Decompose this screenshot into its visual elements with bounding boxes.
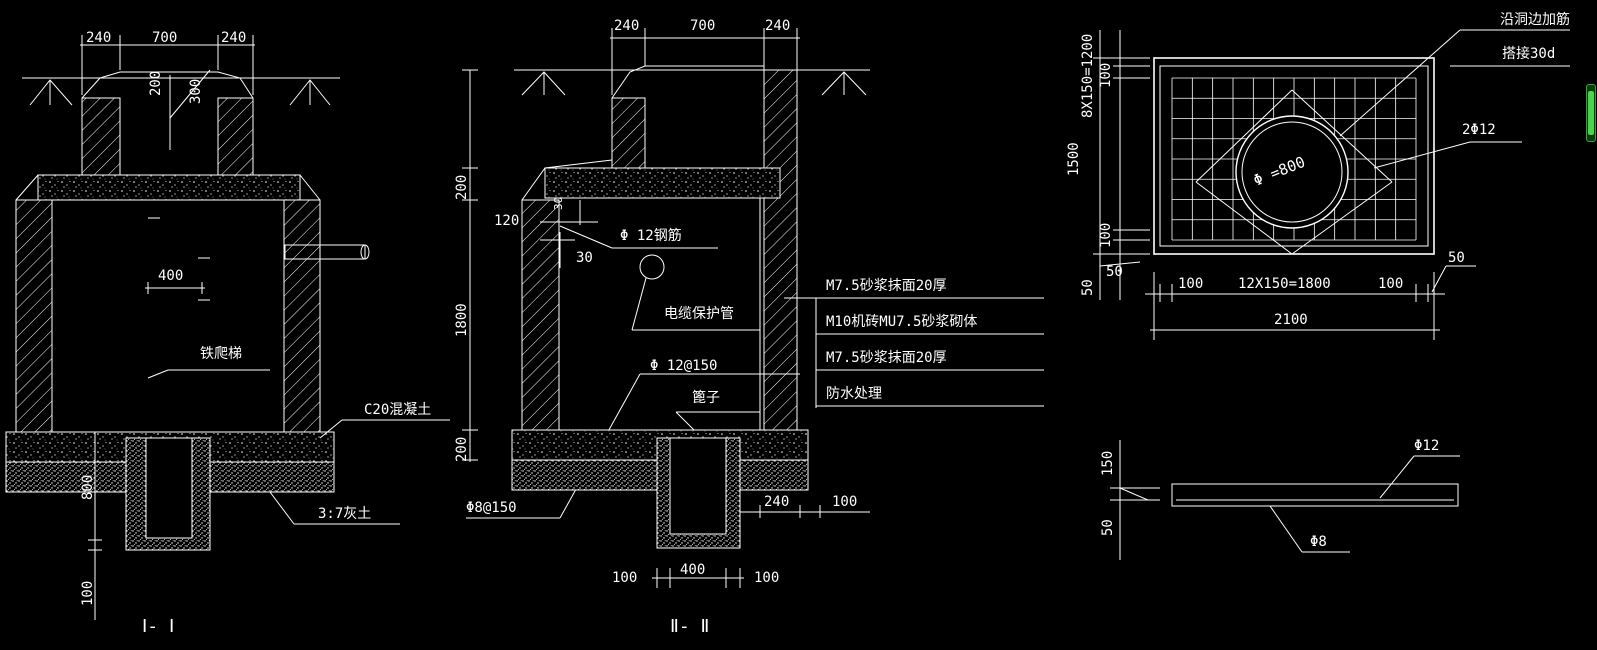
plan-dim-50-left: 50	[1080, 279, 1096, 296]
s2-dim-1800: 1800	[454, 303, 470, 337]
s1-dim-400: 400	[158, 268, 183, 284]
s2-dim-30: 30	[576, 250, 593, 266]
s1-label-ladder: 铁爬梯	[200, 346, 242, 362]
s2-label-phi8-150: Φ8@150	[466, 500, 517, 516]
s1-title: Ⅰ- Ⅰ	[142, 616, 174, 637]
slab-section-drawing: Φ12 Φ8 150 50	[1100, 438, 1460, 560]
plan-dim-v-grid: 8X150=1200	[1080, 34, 1096, 118]
vertical-scrollbar[interactable]	[1586, 84, 1596, 142]
s2-label-grate: 篦子	[692, 390, 720, 406]
s2-dim-bottom-100-left: 100	[612, 570, 637, 586]
s1-dim-700: 700	[152, 30, 177, 46]
s2-title: Ⅱ- Ⅱ	[670, 616, 709, 637]
s2-dim-bottom-100-right: 100	[754, 570, 779, 586]
plan-label-edge-rebar: 沿洞边加筋	[1500, 11, 1570, 28]
plan-dim-100-left: 100	[1178, 276, 1203, 292]
s1-dim-200: 200	[148, 71, 164, 96]
s2-dim-120: 120	[494, 213, 519, 229]
s1-dim-240-right: 240	[221, 30, 246, 46]
plan-dim-2100: 2100	[1274, 312, 1308, 328]
plan-drawing: Φ =800 沿洞边加筋 搭接30d 2Φ12 8X150=1200 100 1…	[1066, 11, 1570, 340]
slab-dim-150: 150	[1100, 451, 1116, 476]
plan-dim-h-grid: 12X150=1800	[1238, 276, 1331, 292]
s1-label-concrete: C20混凝土	[364, 402, 431, 418]
legend-item-3: M7.5砂浆抹面20厚	[826, 350, 947, 366]
s2-dim-30-small: 30	[552, 197, 565, 210]
legend-item-4: 防水处理	[826, 386, 882, 402]
plan-label-lap: 搭接30d	[1502, 45, 1555, 62]
material-legend: M7.5砂浆抹面20厚 M10机砖MU7.5砂浆砌体 M7.5砂浆抹面20厚 防…	[816, 278, 1044, 407]
plan-dim-v-100-bottom: 100	[1098, 223, 1114, 248]
legend-item-1: M7.5砂浆抹面20厚	[826, 278, 947, 294]
s2-label-phi12-150: Φ 12@150	[650, 358, 717, 374]
plan-label-2phi12: 2Φ12	[1462, 122, 1496, 138]
scrollbar-thumb[interactable]	[1588, 91, 1594, 135]
s2-dim-240-right: 240	[765, 18, 790, 34]
s2-dim-100-right: 100	[832, 494, 857, 510]
legend-item-2: M10机砖MU7.5砂浆砌体	[826, 314, 977, 330]
plan-dim-100-right: 100	[1378, 276, 1403, 292]
s2-dim-240-left: 240	[614, 18, 639, 34]
s2-dim-bottom-400: 400	[680, 562, 705, 578]
plan-dim-50-h: 50	[1106, 264, 1123, 280]
s2-dim-200-bottom: 200	[454, 437, 470, 462]
slab-label-phi8: Φ8	[1310, 534, 1327, 550]
s1-dim-240-left: 240	[86, 30, 111, 46]
plan-dim-50-right: 50	[1448, 250, 1465, 266]
s2-dim-700: 700	[690, 18, 715, 34]
slab-dim-50: 50	[1100, 519, 1116, 536]
s2-label-pipe: 电缆保护管	[664, 306, 734, 322]
plan-dim-v-100-top: 100	[1098, 63, 1114, 88]
s2-dim-240: 240	[764, 494, 789, 510]
section-1-drawing: 240 700 240 200 300 400	[5, 30, 450, 637]
slab-label-phi12: Φ12	[1414, 438, 1439, 454]
s2-label-rebar: Φ 12钢筋	[620, 227, 682, 244]
plan-dim-1500: 1500	[1066, 142, 1082, 176]
section-2-drawing: 240 700 240 200 1800 200 120 30	[454, 18, 1044, 637]
s1-dim-300: 300	[188, 79, 204, 104]
s1-label-soil: 3:7灰土	[318, 506, 371, 522]
s1-dim-100: 100	[80, 581, 96, 606]
s2-dim-200-top: 200	[454, 175, 470, 200]
s1-dim-800: 800	[80, 475, 96, 500]
